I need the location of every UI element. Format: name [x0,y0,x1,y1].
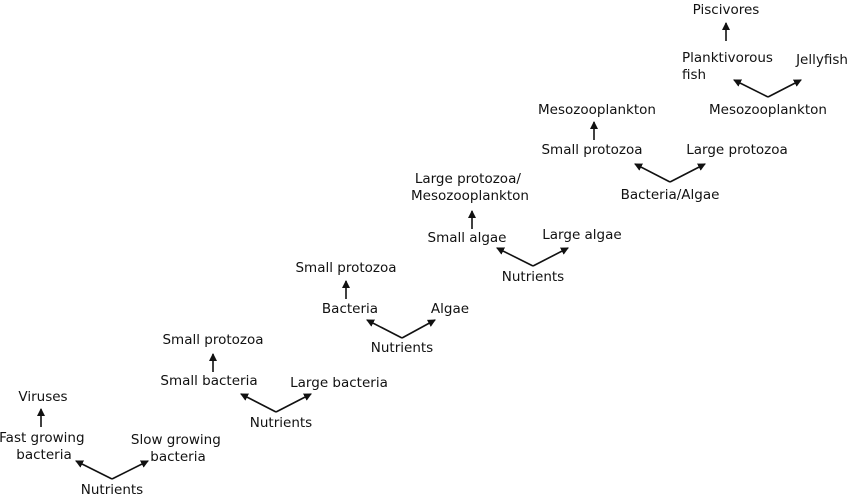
stage-6-nutrients-label: Mesozooplankton [709,102,827,118]
stage-4-top-label: Large protozoa/ Mesozooplankton [411,171,529,204]
stage-5-right-label: Large protozoa [686,142,788,158]
stage-1-nutrients-label: Nutrients [81,482,143,498]
stage-3-arrow-left [366,319,403,339]
stage-5-arrow-left [634,163,671,183]
stage-2: Nutrients Small bacteria Large bacteria … [160,332,387,431]
stage-4: Nutrients Small algae Large algae Large … [411,171,622,285]
stage-3-arrow-right [401,319,436,339]
stage-1-left-label: Fast growing bacteria [0,430,89,463]
label-line-2: bacteria [16,447,71,463]
stage-1-arrow-right [111,460,149,480]
stage-4-left-label: Small algae [428,230,507,246]
stage-3: Nutrients Bacteria Algae Small protozoa [295,260,469,356]
stage-5-left-label: Small protozoa [541,142,642,158]
stage-1: Nutrients Fast growing bacteria Slow gro… [0,389,225,498]
stage-3-nutrients-label: Nutrients [371,340,433,356]
stage-6-arrow-right [767,79,802,98]
stage-4-arrow-left [496,247,534,267]
stage-2-arrow-right [275,393,312,413]
stage-6-right-label: Jellyfish [795,52,848,68]
stage-5: Bacteria/Algae Small protozoa Large prot… [538,102,788,203]
stage-6-arrow-left [733,79,769,98]
stage-6-top-label: Piscivores [693,2,760,18]
stage-2-left-label: Small bacteria [160,373,257,389]
stage-2-right-label: Large bacteria [290,375,388,391]
stage-5-nutrients-label: Bacteria/Algae [621,187,720,203]
stage-2-top-label: Small protozoa [162,332,263,348]
stage-1-right-label: Slow growing bacteria [131,432,225,465]
stage-1-top-label: Viruses [18,389,67,405]
stage-4-nutrients-label: Nutrients [502,269,564,285]
stage-1-arrow-left [75,460,113,480]
label-line-2: Mesozooplankton [411,188,529,204]
stage-2-nutrients-label: Nutrients [250,415,312,431]
stage-4-arrow-right [532,247,569,267]
stage-5-top-label: Mesozooplankton [538,102,656,118]
stage-4-right-label: Large algae [542,227,621,243]
stage-5-arrow-right [669,163,706,183]
label-line-2: bacteria [150,449,205,465]
stage-3-left-label: Bacteria [322,301,378,317]
stage-6: Mesozooplankton Planktivorous fish Jelly… [682,2,848,118]
stage-2-arrow-left [240,393,277,413]
stage-6-left-label: Planktivorous fish [682,50,777,83]
label-line-2: fish [682,67,706,83]
stage-3-top-label: Small protozoa [295,260,396,276]
stage-3-right-label: Algae [431,301,469,317]
